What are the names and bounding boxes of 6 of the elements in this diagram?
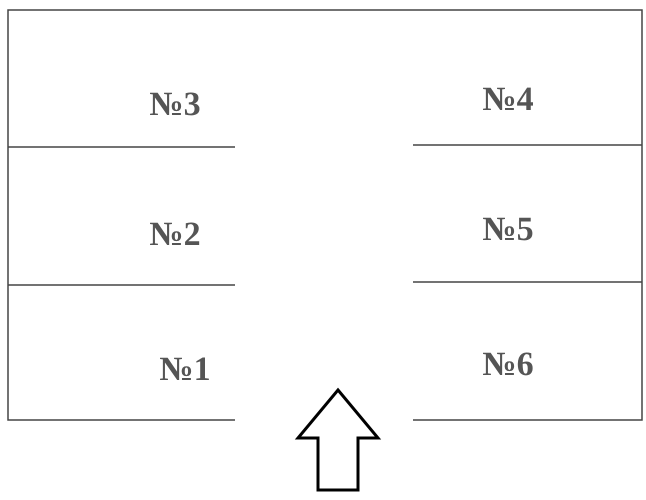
room-number: №3 [149,86,201,124]
room-number: №5 [482,211,534,249]
room-number: №4 [482,81,534,119]
room-number: №6 [482,346,534,384]
room-number: №2 [149,216,201,254]
room-number: №1 [159,351,211,389]
